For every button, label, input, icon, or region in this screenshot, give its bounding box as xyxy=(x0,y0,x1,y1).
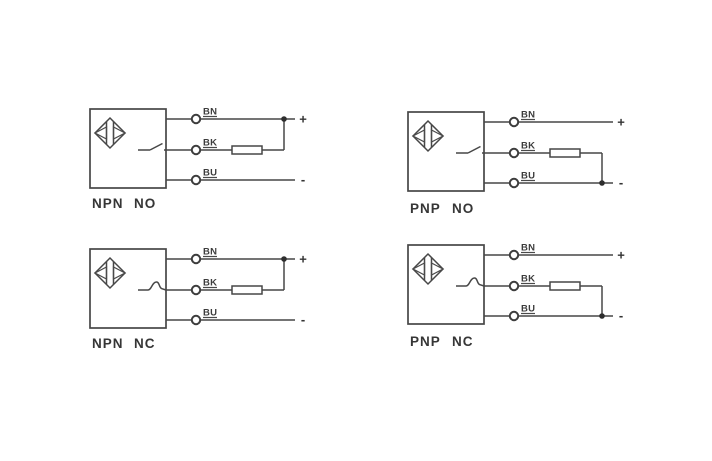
plus-sign: + xyxy=(617,248,625,263)
sensor-box xyxy=(89,248,167,329)
bk-label: BK xyxy=(521,141,535,152)
diamond-triangle-left xyxy=(93,126,108,140)
diamond-triangle-left xyxy=(93,266,108,280)
sensor-box xyxy=(407,244,485,325)
caption-polarity: NPN xyxy=(92,336,124,351)
minus-sign: - xyxy=(301,312,305,327)
wiring-diagram-pnp-nc: BN BK BU + - PNP NC xyxy=(407,243,625,349)
caption-polarity: NPN xyxy=(92,196,124,211)
bn-label: BN xyxy=(203,107,217,118)
bk-terminal xyxy=(190,284,202,296)
junction-dot xyxy=(599,180,605,186)
no-contact-icon xyxy=(138,142,166,151)
wiring-diagram-pnp-no: BN BK BU + - PNP NO xyxy=(407,110,625,216)
nc-contact-icon xyxy=(456,277,485,287)
caption-contact: NC xyxy=(134,336,156,351)
caption-contact: NO xyxy=(452,201,474,216)
bu-terminal xyxy=(508,177,520,189)
inductive-sensor-icon xyxy=(411,119,445,153)
load-resistor xyxy=(231,145,263,155)
bk-label: BK xyxy=(203,278,217,289)
inductive-sensor-icon xyxy=(93,116,127,150)
sensor-body xyxy=(407,111,485,192)
bn-terminal xyxy=(190,253,202,265)
bn-terminal xyxy=(508,249,520,261)
bu-label: BU xyxy=(521,171,535,182)
bu-terminal xyxy=(190,314,202,326)
caption-contact: NO xyxy=(134,196,156,211)
bn-label: BN xyxy=(203,247,217,258)
wiring-diagram-npn-nc: BN BK BU + - NPN NC xyxy=(89,247,307,351)
load-resistor xyxy=(549,281,581,291)
load-resistor xyxy=(231,285,263,295)
wiring-diagram-npn-no: BN BK BU + - NPN NO xyxy=(89,107,307,211)
sensor-body xyxy=(89,248,167,329)
minus-sign: - xyxy=(619,175,623,190)
nc-contact-icon xyxy=(138,281,167,291)
bk-terminal xyxy=(508,280,520,292)
plus-sign: + xyxy=(617,115,625,130)
diamond-triangle-left xyxy=(411,262,426,276)
inductive-sensor-icon xyxy=(93,256,127,290)
diamond-triangle-right xyxy=(430,129,445,143)
bu-terminal xyxy=(190,174,202,186)
junction-dot xyxy=(599,313,605,319)
minus-sign: - xyxy=(301,172,305,187)
bn-terminal xyxy=(190,113,202,125)
sensor-body xyxy=(89,108,167,189)
sensor-body xyxy=(407,244,485,325)
plus-sign: + xyxy=(299,252,307,267)
no-contact-icon xyxy=(456,145,484,154)
diamond-triangle-right xyxy=(112,266,127,280)
bu-label: BU xyxy=(521,304,535,315)
minus-sign: - xyxy=(619,308,623,323)
plus-sign: + xyxy=(299,112,307,127)
sensor-box xyxy=(407,111,485,192)
inductive-sensor-icon xyxy=(411,252,445,286)
caption-contact: NC xyxy=(452,334,474,349)
diamond-triangle-right xyxy=(112,126,127,140)
sensor-box xyxy=(89,108,167,189)
diamond-triangle-left xyxy=(411,129,426,143)
caption-polarity: PNP xyxy=(410,201,441,216)
bu-label: BU xyxy=(203,168,217,179)
bk-terminal xyxy=(508,147,520,159)
bn-label: BN xyxy=(521,110,535,121)
bu-label: BU xyxy=(203,308,217,319)
diamond-triangle-right xyxy=(430,262,445,276)
bk-terminal xyxy=(190,144,202,156)
caption-polarity: PNP xyxy=(410,334,441,349)
bn-terminal xyxy=(508,116,520,128)
load-resistor xyxy=(549,148,581,158)
bk-label: BK xyxy=(203,138,217,149)
bn-label: BN xyxy=(521,243,535,254)
junction-dot xyxy=(281,116,287,122)
junction-dot xyxy=(281,256,287,262)
bk-label: BK xyxy=(521,274,535,285)
bu-terminal xyxy=(508,310,520,322)
